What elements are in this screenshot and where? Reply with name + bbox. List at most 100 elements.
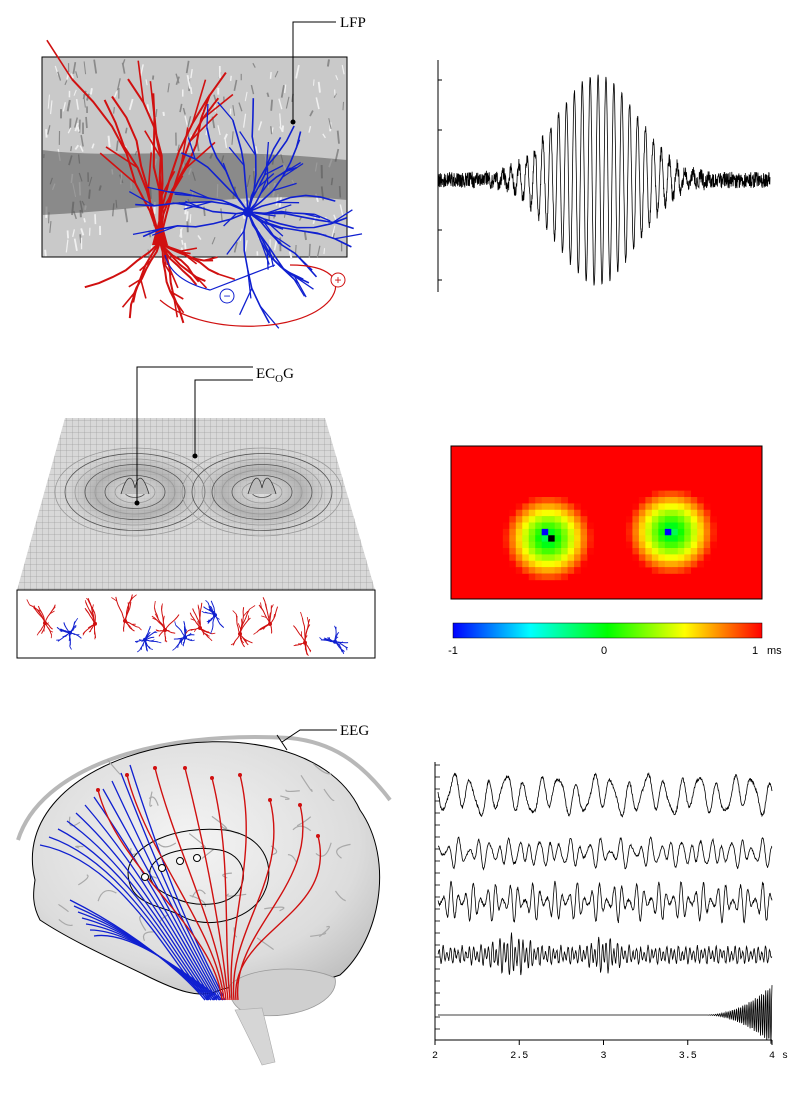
- heatmap-cell: [664, 528, 672, 536]
- texture-stroke: [177, 144, 180, 152]
- dendrite: [159, 94, 211, 241]
- heatmap-cell: [548, 554, 555, 562]
- dendrite-branch: [159, 621, 165, 627]
- heatmap-cell: [677, 541, 685, 549]
- heatmap-cell: [645, 522, 653, 530]
- heatmap-cell: [690, 535, 698, 542]
- heatmap-cell: [632, 548, 640, 555]
- heatmap-cell: [548, 528, 555, 536]
- heatmap-cell: [638, 560, 646, 568]
- bump-ring: [221, 469, 303, 515]
- heatmap-cell: [528, 573, 536, 581]
- texture-stroke: [93, 59, 98, 74]
- texture-stroke: [75, 71, 79, 78]
- red-fiber: [235, 835, 321, 1001]
- heatmap-cell: [625, 535, 633, 542]
- dendrite-branch: [210, 630, 213, 634]
- texture-stroke: [185, 211, 189, 222]
- dendrite-branch: [206, 103, 209, 128]
- texture-stroke: [83, 61, 87, 75]
- soma: [68, 630, 72, 635]
- dendrite-branch: [272, 182, 297, 192]
- heatmap-cell: [580, 541, 588, 549]
- heatmap-cell: [645, 516, 653, 523]
- texture-stroke: [336, 130, 340, 144]
- fiber-arrowhead: [96, 788, 100, 792]
- heatmap-cell: [515, 535, 523, 542]
- heatmap-cell: [548, 516, 555, 523]
- heatmap-cell: [671, 516, 679, 523]
- texture-stroke: [233, 241, 238, 253]
- dendrite-branch: [300, 611, 303, 619]
- dendrite: [131, 241, 161, 298]
- heatmap-cell: [645, 560, 653, 568]
- heatmap-cell: [522, 560, 530, 568]
- texture-stroke: [184, 115, 189, 128]
- lfp-leader-line: [292, 21, 336, 122]
- heatmap-cell: [528, 497, 536, 504]
- heatmap-cell: [677, 528, 685, 536]
- dendrite: [247, 136, 282, 213]
- heatmap-cell: [671, 503, 679, 511]
- heatmap-cell: [567, 560, 575, 568]
- eeg-label: EEG: [340, 723, 369, 739]
- blue-fiber: [84, 804, 216, 1001]
- dendrite-branch: [266, 248, 269, 270]
- heatmap-cell: [703, 535, 711, 542]
- cerebellum: [229, 968, 336, 1017]
- heatmap-cell: [677, 503, 685, 511]
- cortex-slab: [16, 589, 376, 659]
- dendrite: [159, 241, 185, 324]
- heatmap-cell: [587, 548, 594, 555]
- texture-stroke: [252, 62, 256, 68]
- eeg-leader-line: [281, 729, 337, 743]
- soma: [238, 631, 242, 636]
- heatmap-cell: [528, 554, 536, 562]
- texture-stroke: [308, 243, 311, 258]
- heatmap-cell: [651, 509, 659, 517]
- heatmap-cell: [587, 528, 594, 536]
- dendrite-branch: [99, 152, 136, 185]
- heatmap-cell: [632, 522, 640, 530]
- heatmap-cell: [567, 522, 575, 530]
- texture-stroke: [145, 79, 148, 86]
- texture-stroke: [91, 143, 95, 149]
- dendrite: [189, 612, 201, 629]
- dendrite: [334, 641, 349, 649]
- heatmap-cell: [587, 522, 594, 530]
- dendrite: [37, 605, 46, 624]
- texture-stroke: [66, 230, 69, 239]
- heatmap-cell: [548, 560, 555, 568]
- heatmap-cell: [690, 509, 698, 517]
- heatmap-cell: [697, 548, 704, 555]
- soma: [303, 640, 307, 645]
- heatmap-cell: [574, 516, 581, 523]
- texture-stroke: [80, 228, 85, 236]
- cell-layer-band: [42, 150, 347, 215]
- dendrite: [84, 607, 96, 625]
- dendrite: [247, 211, 352, 248]
- brainstem: [234, 1007, 276, 1066]
- heatmap-cell: [561, 535, 568, 542]
- dendrite-branch: [218, 273, 236, 281]
- heatmap-cell: [567, 548, 575, 555]
- blue-current-path: [164, 254, 276, 291]
- bump-ring: [181, 447, 343, 537]
- dendrite: [57, 632, 71, 642]
- dendrite-branch: [282, 162, 304, 178]
- dendrite-branch: [185, 141, 216, 169]
- blue-fiber: [120, 772, 224, 1001]
- dendrite: [232, 119, 249, 213]
- dendrite-branch: [217, 101, 234, 121]
- dendrite-branch: [258, 173, 275, 188]
- x-tick-label: 2: [432, 1051, 438, 1062]
- heatmap-cell: [651, 522, 659, 530]
- heatmap-cell: [535, 554, 543, 562]
- texture-stroke: [322, 133, 326, 139]
- heatmap-cell: [502, 528, 510, 536]
- heatmap-cell: [502, 541, 510, 549]
- dendrite: [69, 620, 77, 634]
- heatmap-cell: [541, 573, 549, 581]
- dendrite: [175, 637, 186, 649]
- heatmap-cell: [664, 541, 672, 549]
